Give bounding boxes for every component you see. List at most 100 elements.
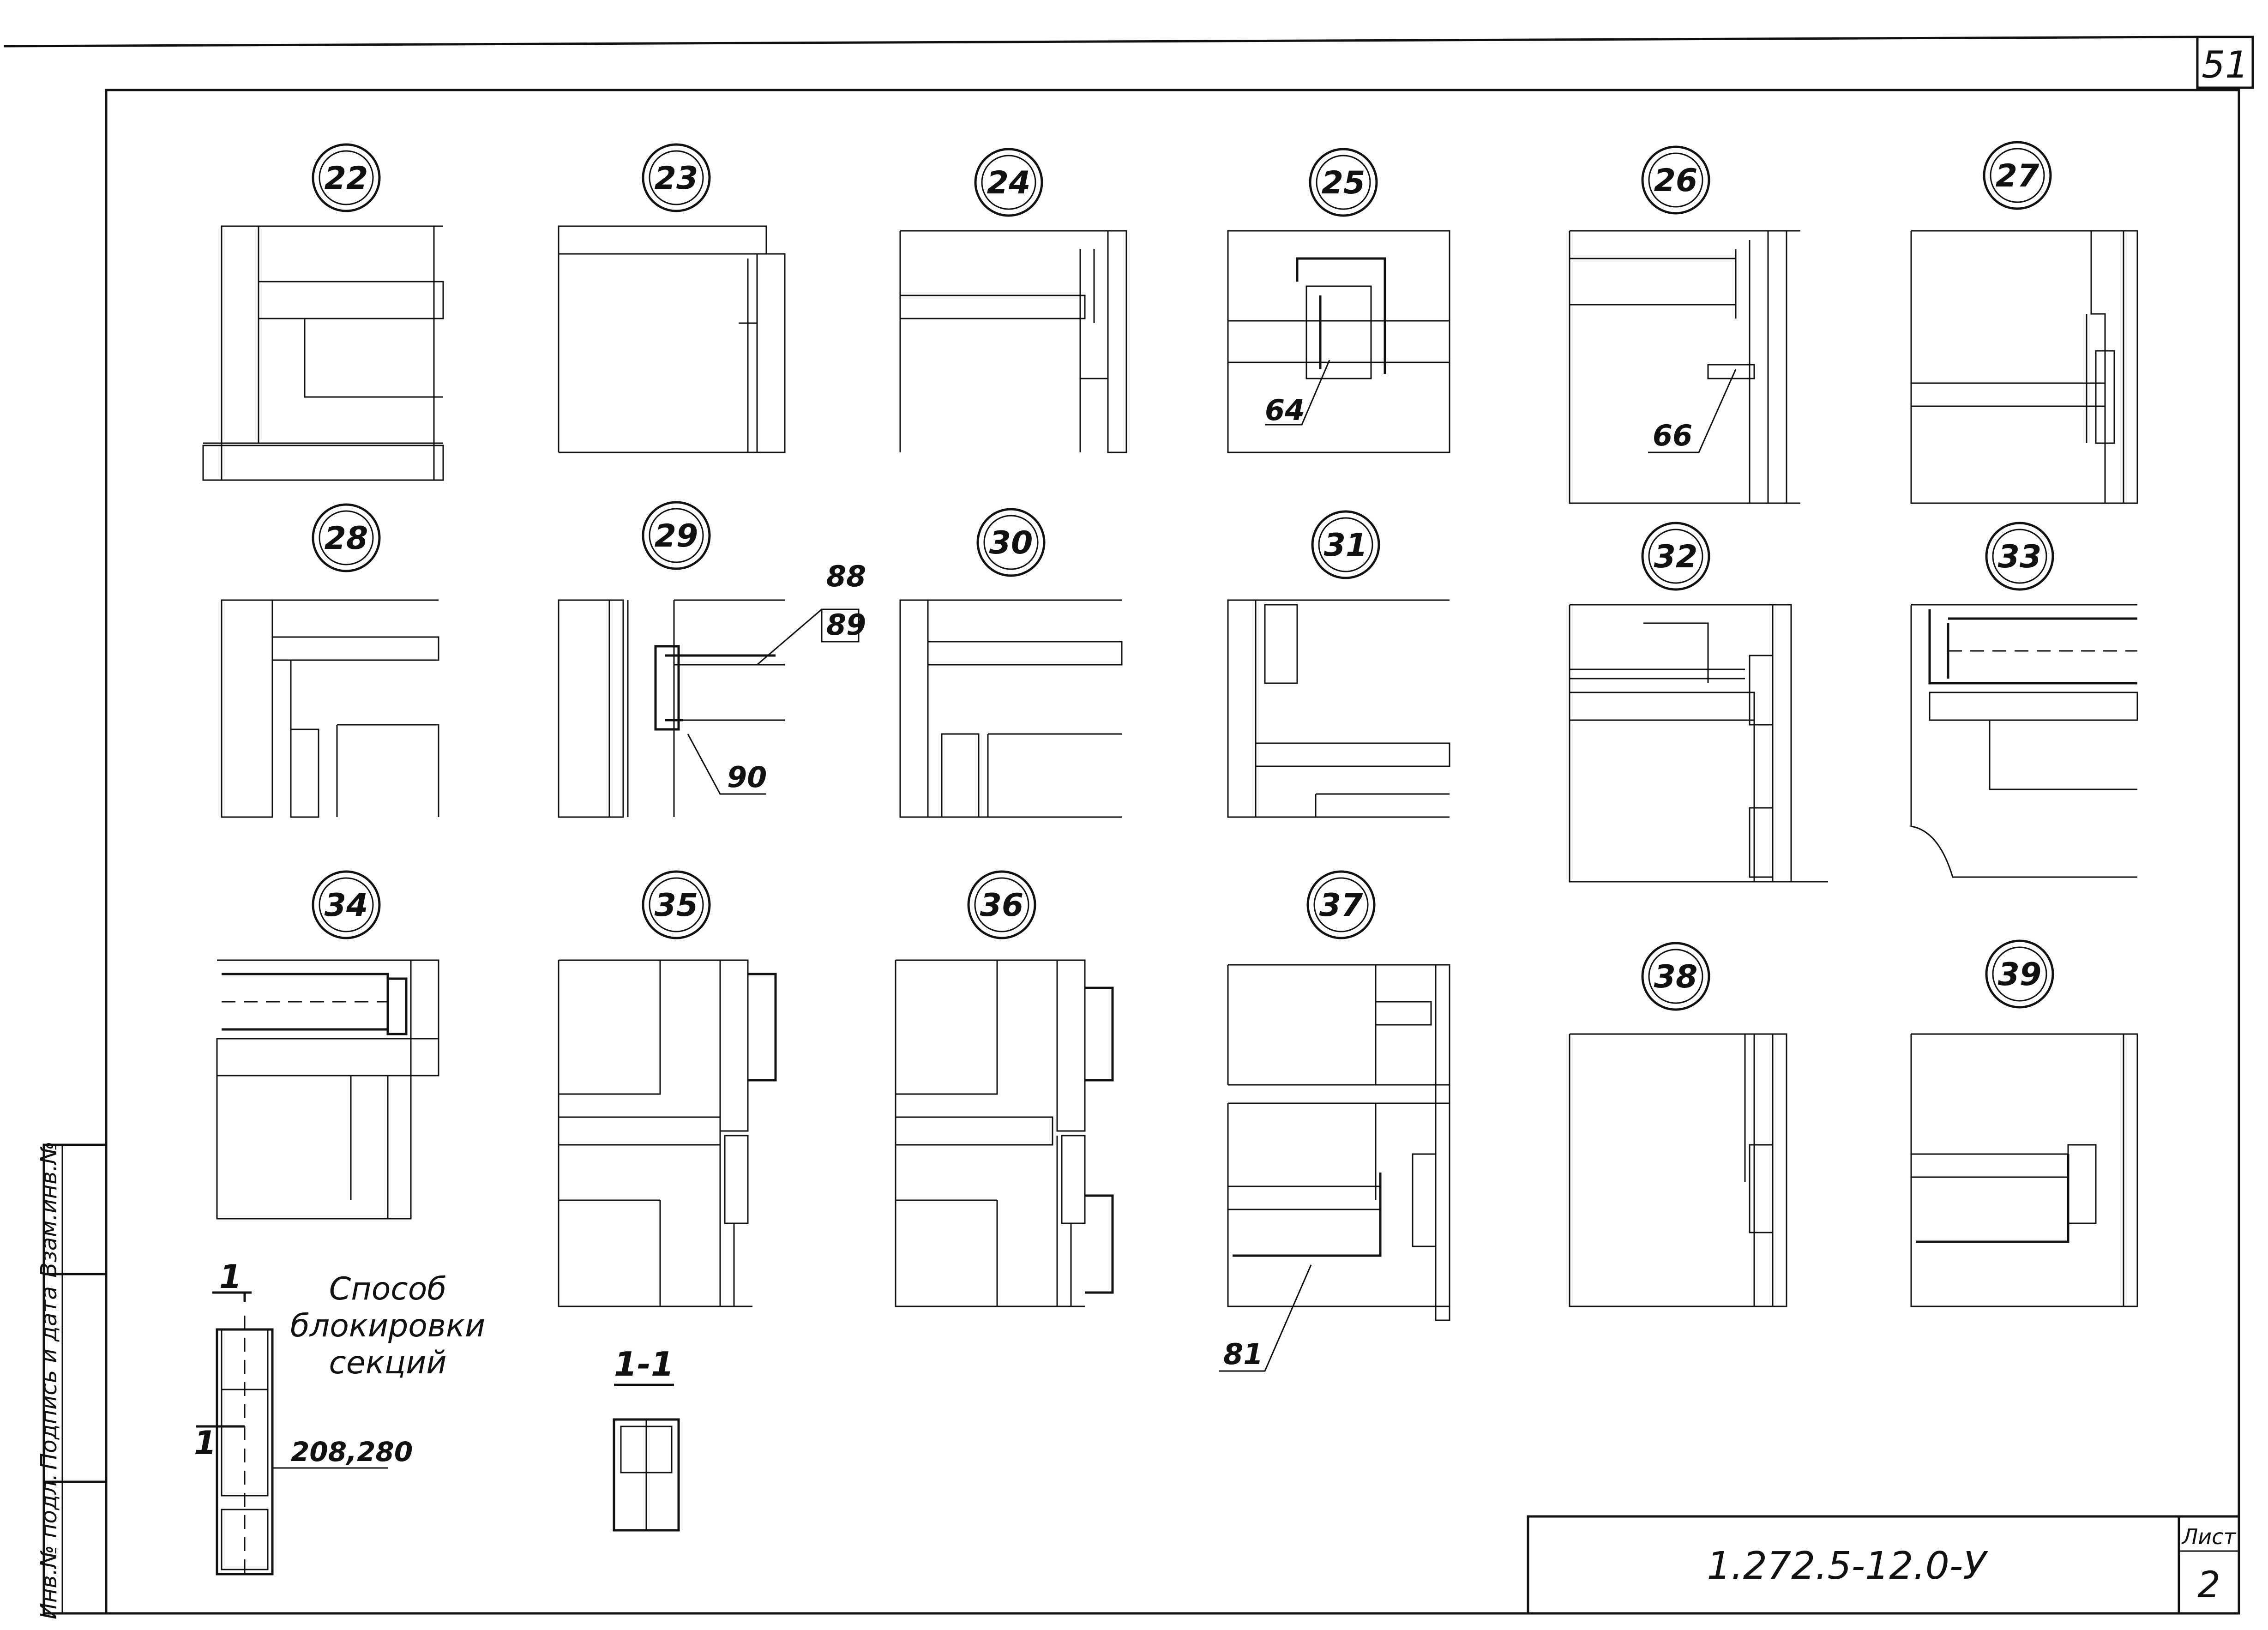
detail-label-outer-ring: [312, 143, 381, 212]
detail-label-inner-ring: [1313, 877, 1369, 932]
section-mark-top: 1: [219, 1258, 242, 1296]
detail-label-32: 32: [1641, 522, 1710, 591]
section-title: 1-1: [614, 1345, 674, 1383]
detail-label-24: 24: [974, 148, 1043, 217]
detail-labels: 22 23 24 25 26 27 28 29 30 31 32 33 34 35 36 37 38 39: [312, 141, 2054, 1011]
detail-24-drawing: [899, 230, 1127, 453]
callout-88: 88: [826, 559, 866, 593]
detail-label-22: 22: [312, 143, 381, 212]
detail-28-drawing: [221, 599, 439, 818]
detail-label-23: 23: [642, 143, 711, 212]
detail-label-28: 28: [312, 503, 381, 572]
detail-label-inner-ring: [1648, 152, 1703, 208]
detail-38-drawing: [1569, 1033, 1787, 1307]
detail-label-33: 33: [1985, 522, 2054, 591]
side-stamp-inventory: Инв.№ подл.: [36, 1474, 62, 1619]
callout-81: 81: [1223, 1337, 1263, 1371]
detail-label-26: 26: [1641, 145, 1710, 215]
detail-label-text: 31: [1324, 527, 1368, 564]
callout-208-280: 208,280: [291, 1436, 413, 1468]
detail-label-25: 25: [1309, 148, 1378, 217]
sheet-frame: 51: [3, 36, 2254, 1615]
callout-90: 90: [727, 760, 767, 794]
blocking-caption-line3: секций: [329, 1345, 447, 1381]
blocking-caption-line2: блокировки: [290, 1308, 485, 1344]
detail-label-outer-ring: [1641, 145, 1710, 215]
detail-22-drawing: [202, 225, 444, 481]
detail-label-27: 27: [1983, 141, 2052, 210]
detail-label-inner-ring: [649, 508, 704, 563]
side-stamp-signature: Подпись и дата: [36, 1286, 62, 1470]
callout-64: 64: [1265, 393, 1305, 427]
detail-label-text: 29: [655, 518, 698, 554]
detail-label-outer-ring: [312, 503, 381, 572]
detail-34-drawing: [216, 959, 439, 1220]
detail-29-drawing: [558, 599, 785, 818]
detail-label-outer-ring: [974, 148, 1043, 217]
section-mark-side: 1: [194, 1424, 217, 1462]
sheet-label: Лист: [2181, 1524, 2237, 1549]
detail-label-text: 35: [655, 887, 698, 924]
side-stamp: Инв.№ подл. Подпись и дата Взам.инв.№: [36, 1141, 108, 1619]
callout-66: 66: [1653, 419, 1692, 452]
detail-25-drawing: [1227, 230, 1450, 453]
blocking-caption-line1: Способ: [329, 1271, 446, 1307]
detail-label-inner-ring: [1316, 155, 1371, 210]
detail-label-39: 39: [1985, 939, 2054, 1009]
detail-23-drawing: [558, 225, 786, 453]
detail-label-text: 26: [1654, 162, 1698, 199]
detail-label-text: 33: [1998, 539, 2042, 575]
detail-label-29: 29: [642, 501, 711, 570]
detail-label-text: 27: [1996, 158, 2039, 194]
detail-33-drawing: [1910, 604, 2138, 878]
detail-label-31: 31: [1311, 510, 1380, 579]
sheet-number: 51: [2202, 43, 2249, 86]
detail-label-text: 23: [655, 160, 698, 197]
detail-label-35: 35: [642, 870, 711, 939]
detail-label-outer-ring: [976, 508, 1046, 577]
title-block: 1.272.5-12.0-У Лист 2: [1527, 1515, 2240, 1615]
detail-label-outer-ring: [1306, 870, 1376, 939]
detail-label-inner-ring: [649, 877, 704, 932]
detail-32-drawing: [1569, 604, 1828, 883]
detail-label-34: 34: [312, 870, 381, 939]
detail-label-text: 36: [980, 887, 1024, 924]
detail-label-outer-ring: [1641, 522, 1710, 591]
detail-label-text: 28: [325, 520, 368, 557]
detail-26-drawing: [1569, 230, 1800, 504]
detail-label-inner-ring: [319, 150, 374, 205]
detail-label-37: 37: [1306, 870, 1376, 939]
detail-label-text: 39: [1998, 956, 2042, 993]
detail-label-outer-ring: [642, 143, 711, 212]
detail-label-inner-ring: [1318, 517, 1373, 572]
blocking-method-caption: Способ блокировки секций 1 1 1-1: [194, 1258, 674, 1462]
detail-label-text: 24: [987, 165, 1031, 201]
detail-label-text: 34: [325, 887, 368, 924]
detail-37-drawing: [1227, 964, 1450, 1321]
detail-27-drawing: [1910, 230, 2138, 504]
detail-label-outer-ring: [312, 870, 381, 939]
detail-label-inner-ring: [1990, 148, 2045, 203]
detail-31-drawing: [1227, 599, 1450, 818]
detail-label-text: 30: [989, 525, 1033, 561]
detail-label-text: 37: [1319, 887, 1363, 924]
detail-label-inner-ring: [1992, 946, 2047, 1002]
detail-label-text: 22: [325, 160, 368, 197]
side-stamp-replacement: Взам.инв.№: [36, 1141, 62, 1277]
blocking-section-drawing: [216, 1316, 680, 1579]
detail-label-inner-ring: [983, 515, 1039, 570]
detail-label-text: 32: [1654, 539, 1698, 575]
detail-label-38: 38: [1641, 942, 1710, 1011]
detail-35-drawing: [558, 959, 777, 1307]
detail-label-outer-ring: [642, 501, 711, 570]
callouts: 64 66 88 89 90 81 208,280: [272, 360, 1737, 1469]
callout-89: 89: [826, 608, 866, 642]
detail-label-outer-ring: [642, 870, 711, 939]
detail-label-inner-ring: [649, 150, 704, 205]
detail-30-drawing: [899, 599, 1123, 818]
detail-label-inner-ring: [974, 877, 1029, 932]
detail-36-drawing: [895, 959, 1114, 1307]
detail-label-outer-ring: [1311, 510, 1380, 579]
drawing-designation: 1.272.5-12.0-У: [1707, 1544, 1989, 1588]
